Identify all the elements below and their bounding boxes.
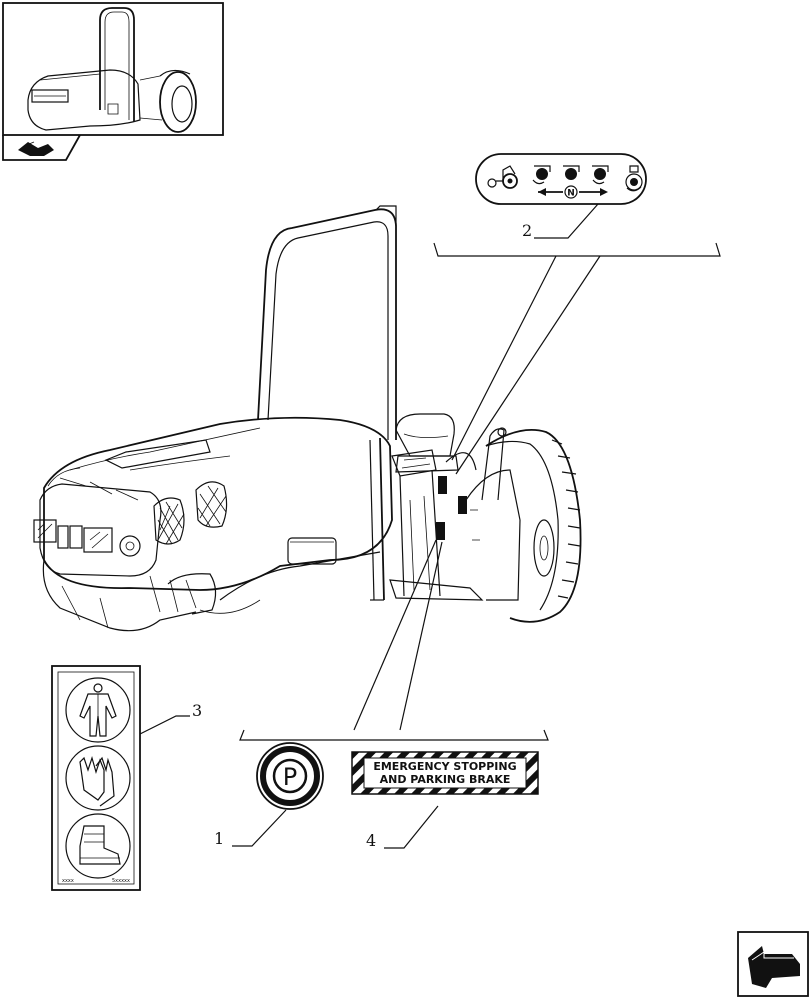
callout-2-label: 2 bbox=[522, 221, 532, 240]
panel-footer-right: 5xxxxx bbox=[112, 878, 130, 884]
callout-4-label: 4 bbox=[366, 831, 376, 850]
callout-3: 3 bbox=[139, 701, 202, 735]
tractor-illustration bbox=[33, 205, 582, 632]
decal-2-control-panel[interactable]: N bbox=[475, 153, 647, 205]
rotation-icon bbox=[625, 165, 643, 192]
side-grille-front bbox=[153, 497, 185, 545]
leader-lines-1-4 bbox=[239, 539, 549, 741]
coverall-icon bbox=[65, 677, 131, 743]
tractor-thumbnail bbox=[27, 7, 197, 133]
operator-seat bbox=[395, 413, 459, 473]
parking-symbol: P bbox=[283, 763, 297, 791]
next-page-arrow-icon[interactable] bbox=[737, 931, 809, 997]
rear-wheel bbox=[465, 429, 582, 623]
decal-4-line-2: AND PARKING BRAKE bbox=[380, 773, 511, 786]
decal-1-parking-brake[interactable]: P bbox=[256, 742, 324, 810]
side-grille-rear bbox=[195, 481, 228, 528]
callout-1-label: 1 bbox=[214, 829, 224, 848]
callout-4: 4 bbox=[366, 805, 439, 850]
gloves-icon bbox=[65, 745, 131, 811]
thumbnail-frame[interactable] bbox=[2, 2, 224, 161]
book-open-icon bbox=[18, 141, 54, 156]
neutral-symbol: N bbox=[567, 189, 575, 199]
decal-location-markers bbox=[436, 476, 467, 540]
front-lights bbox=[33, 519, 141, 557]
pto-icon-right bbox=[592, 165, 609, 185]
decal-4-line-1: EMERGENCY STOPPING bbox=[373, 760, 516, 773]
callout-2: 2 bbox=[433, 203, 721, 475]
dashboard bbox=[391, 449, 441, 597]
panel-footer-left: xxxx bbox=[62, 878, 74, 884]
safety-boot-icon bbox=[65, 813, 131, 879]
callout-3-label: 3 bbox=[192, 701, 202, 720]
pto-icon-left bbox=[532, 165, 551, 185]
neutral-arrow-icon: N bbox=[538, 185, 608, 199]
rollover-protection-bar bbox=[257, 205, 397, 601]
decal-3-safety-panel[interactable]: xxxx 5xxxxx bbox=[51, 665, 141, 891]
tractor-icon bbox=[487, 165, 518, 189]
engine-hood bbox=[33, 416, 393, 632]
decal-4-emergency-brake[interactable]: EMERGENCY STOPPING AND PARKING BRAKE bbox=[351, 751, 539, 795]
pto-icon-center bbox=[563, 165, 580, 180]
callout-1: 1 bbox=[214, 809, 287, 848]
